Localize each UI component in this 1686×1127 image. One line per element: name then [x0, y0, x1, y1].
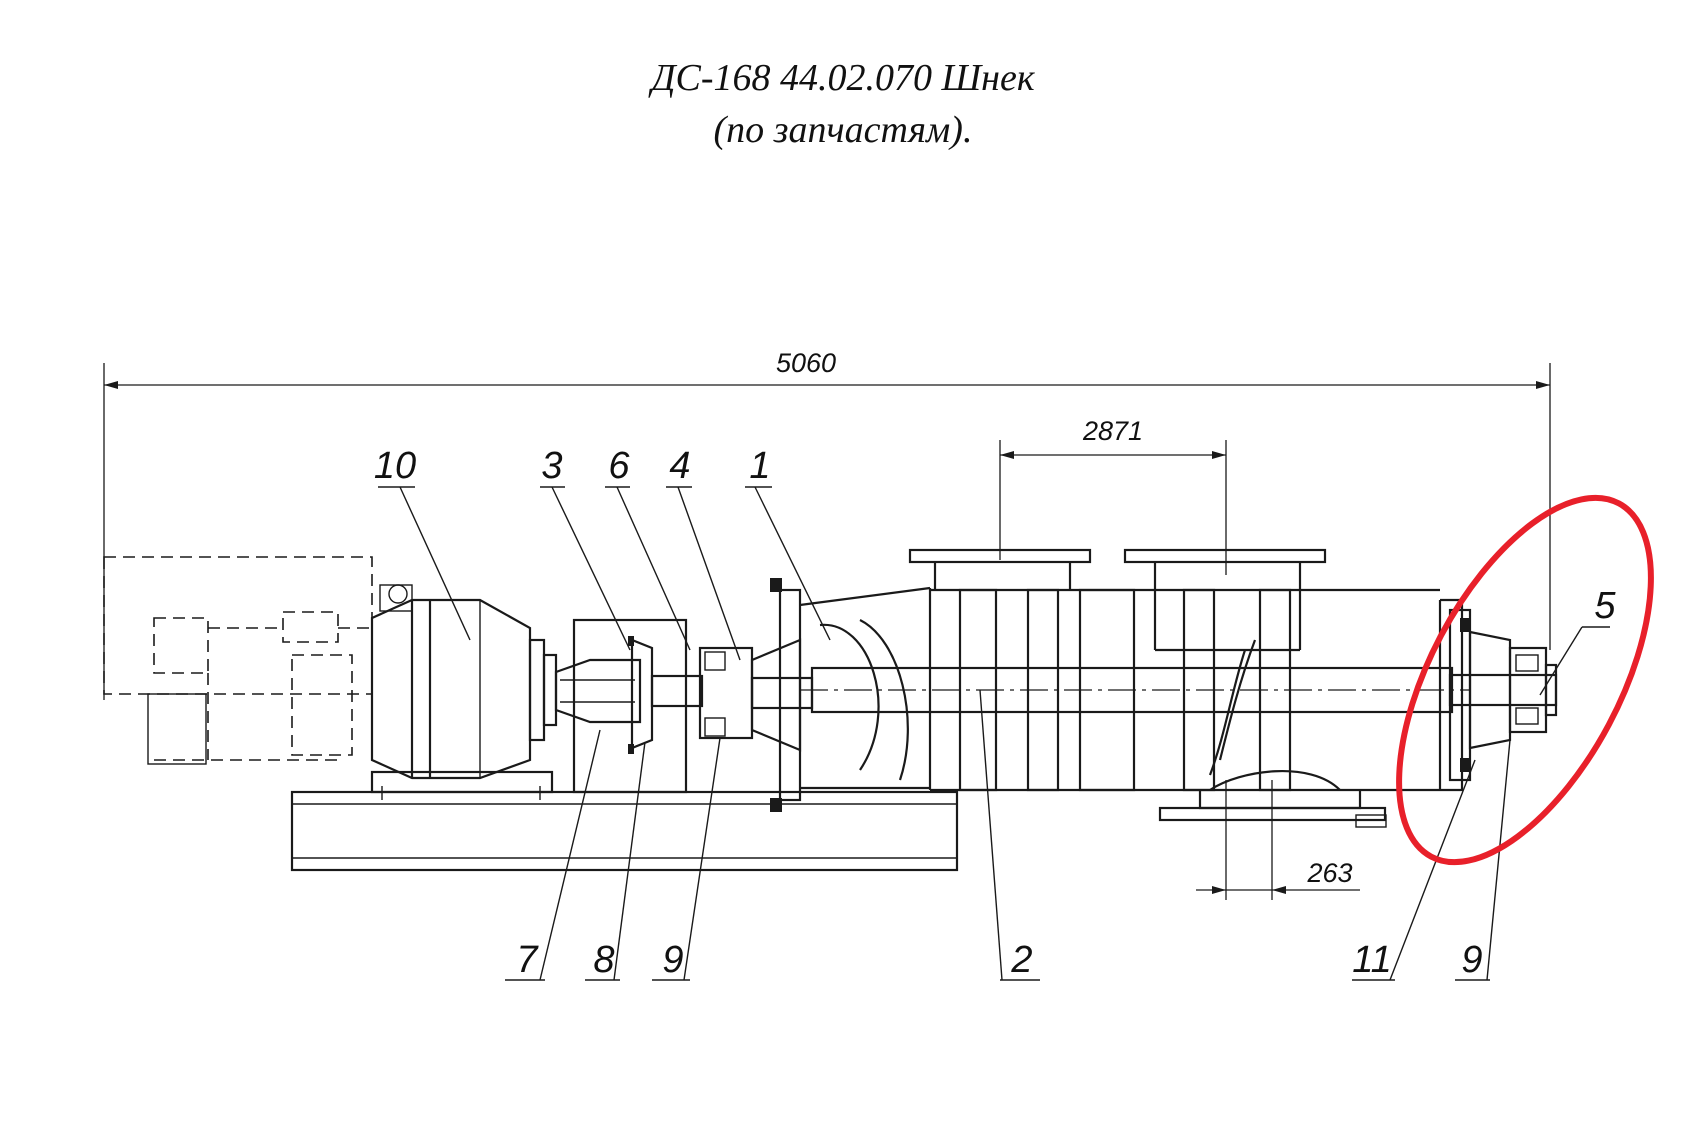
- leader-3: 3: [540, 445, 631, 651]
- title-line-1: ДС-168 44.02.070 Шнек: [651, 57, 1035, 99]
- leader-4: 4: [666, 445, 741, 661]
- leader-11: 11: [1352, 759, 1476, 981]
- coupling-assembly: [554, 618, 814, 794]
- leader-5: 5: [1539, 585, 1616, 696]
- leader-9-right: 9: [1455, 739, 1511, 981]
- item-label-9-right: 9: [1461, 939, 1482, 981]
- leader-8: 8: [585, 741, 646, 981]
- leader-6: 6: [605, 445, 691, 651]
- item-label-3: 3: [541, 445, 562, 487]
- leader-9-left: 9: [652, 737, 721, 981]
- dimension-overall-value: 5060: [776, 348, 836, 378]
- title-line-2: (по запчастям).: [713, 109, 973, 151]
- item-label-10: 10: [374, 445, 416, 487]
- item-label-1: 1: [749, 445, 770, 487]
- trough-body: [770, 548, 1464, 812]
- item-label-2: 2: [1010, 939, 1032, 981]
- item-label-8: 8: [593, 939, 614, 981]
- electric-motor: [103, 556, 373, 765]
- gearbox: [370, 584, 558, 780]
- screw-shaft: [800, 619, 1470, 781]
- dimension-small: 263: [1196, 780, 1360, 900]
- item-label-5: 5: [1594, 585, 1616, 627]
- dimension-overall: 5060: [103, 348, 1551, 700]
- dimension-small-value: 263: [1306, 858, 1352, 888]
- base-frame: [290, 770, 959, 872]
- leader-7: 7: [505, 729, 601, 981]
- item-label-4: 4: [669, 445, 690, 487]
- leader-2: 2: [979, 689, 1040, 981]
- item-label-9-left: 9: [662, 939, 683, 981]
- dimension-mid: 2871: [999, 416, 1227, 575]
- item-label-7: 7: [516, 939, 539, 981]
- dimension-mid-value: 2871: [1082, 416, 1143, 446]
- leader-1: 1: [745, 445, 831, 641]
- item-label-11: 11: [1352, 939, 1391, 981]
- item-label-6: 6: [608, 445, 630, 487]
- highlight-ellipse: [1396, 494, 1654, 866]
- drawing-title: ДС-168 44.02.070 Шнек (по запчастям).: [0, 52, 1686, 156]
- discharge-outlet: [1158, 769, 1387, 828]
- leader-10: 10: [374, 445, 471, 641]
